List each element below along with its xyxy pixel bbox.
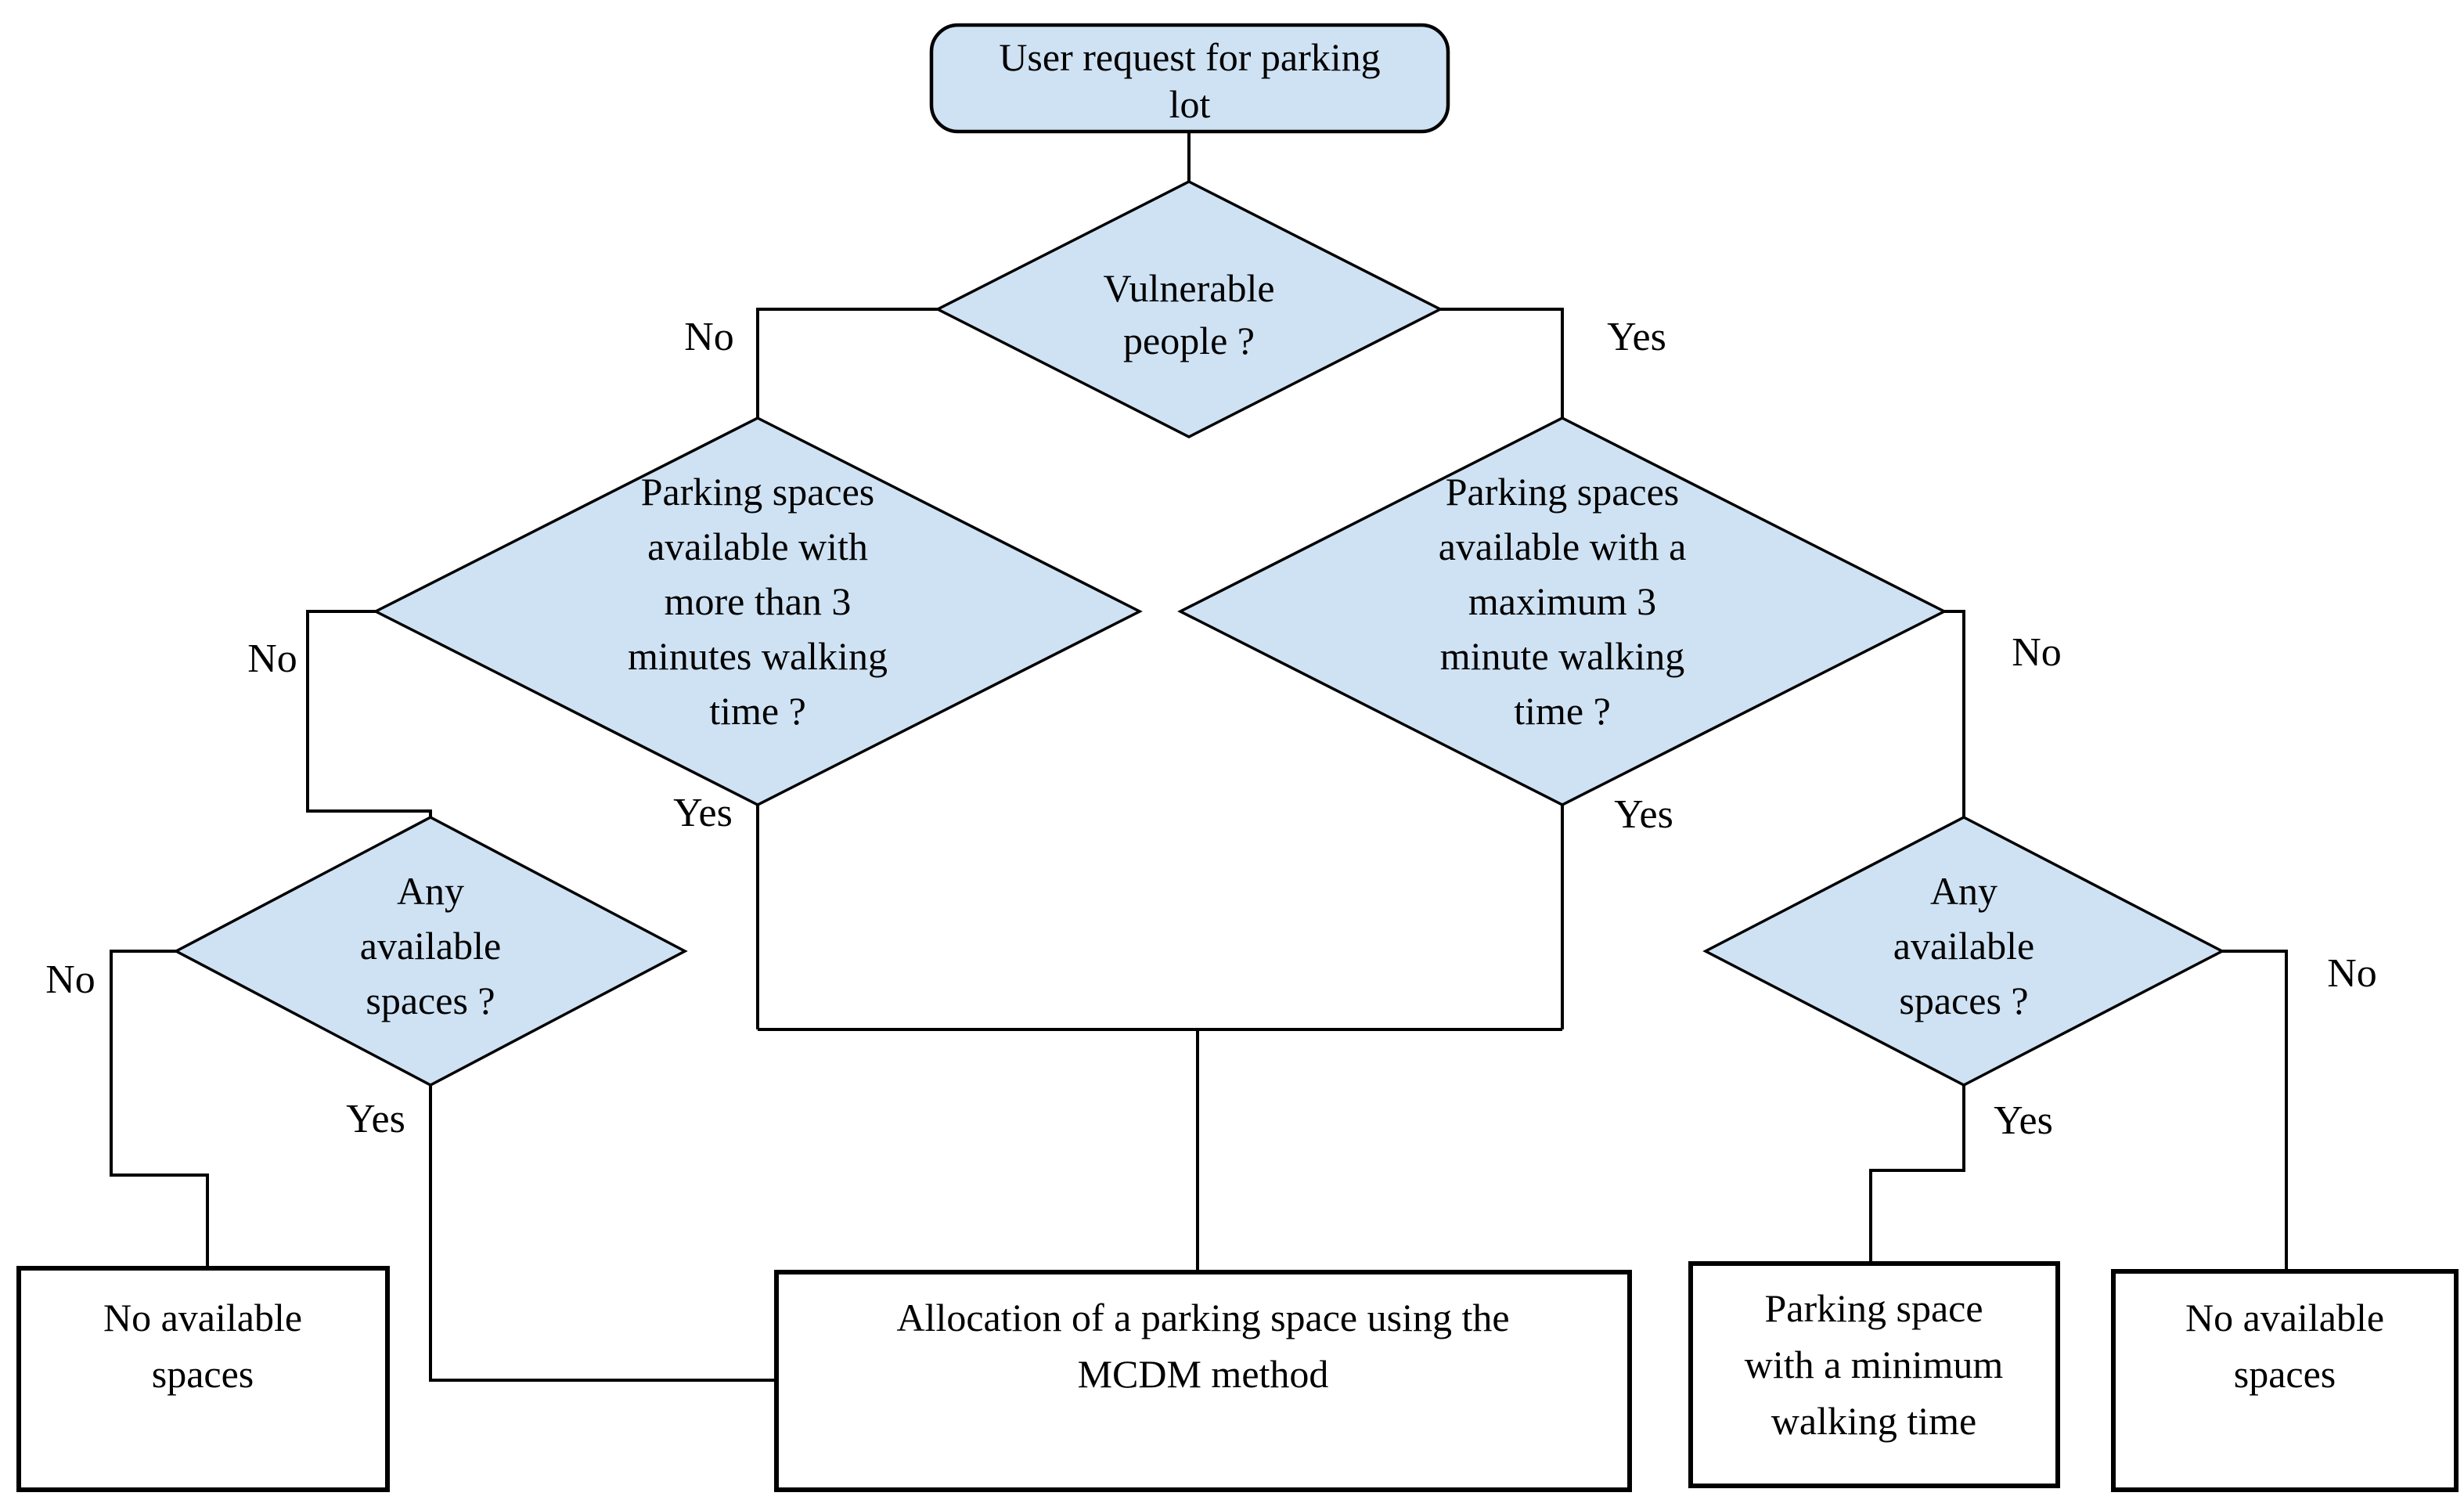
node-no-spaces-right: No available spaces — [2111, 1269, 2459, 1492]
start-text-line2: lot — [1169, 82, 1211, 126]
any-spaces-left-text-line1: Any — [397, 869, 464, 913]
label-any-left-no: No — [45, 957, 95, 1002]
max-3-diamond — [1177, 416, 1947, 806]
no-spaces-left-box — [16, 1266, 390, 1492]
label-max-3-yes: Yes — [1614, 792, 1673, 837]
min-walking-text-line3: walking time — [1771, 1399, 1976, 1443]
any-spaces-right-text-line3: spaces ? — [1899, 979, 2028, 1022]
allocation-box — [774, 1270, 1632, 1492]
vulnerable-text-line1: Vulnerable — [1103, 266, 1274, 310]
node-allocation-mcdm: Allocation of a parking space using the … — [774, 1270, 1632, 1492]
max-3-text-line3: maximum 3 — [1468, 579, 1656, 623]
edge-vulnerable-no — [756, 308, 938, 418]
allocation-text-line2: MCDM method — [1078, 1352, 1329, 1396]
label-any-right-no: No — [2327, 951, 2377, 996]
node-no-spaces-left: No available spaces — [16, 1266, 390, 1492]
no-spaces-left-text-line1: No available — [103, 1296, 302, 1339]
max-3-text-line2: available with a — [1439, 525, 1687, 568]
max-3-text-line5: time ? — [1514, 689, 1611, 733]
edge-any-left-yes — [429, 1085, 776, 1382]
more-than-3-text-line2: available with — [647, 525, 868, 568]
more-than-3-text-line1: Parking spaces — [641, 470, 875, 514]
edge-any-right-no — [2222, 950, 2288, 1271]
any-spaces-left-text-line2: available — [360, 924, 501, 968]
vulnerable-text-line2: people ? — [1123, 319, 1255, 362]
edge-vulnerable-yes — [1440, 308, 1564, 418]
any-spaces-right-diamond — [1702, 816, 2225, 1087]
label-more-than-3-no: No — [247, 636, 297, 681]
max-3-text-line4: minute walking — [1440, 634, 1684, 678]
more-than-3-diamond — [373, 416, 1143, 806]
min-walking-text-line1: Parking space — [1764, 1286, 1983, 1330]
any-spaces-right-text-line2: available — [1893, 924, 2034, 968]
label-any-right-yes: Yes — [1994, 1098, 2053, 1143]
edge-any-left-no — [110, 950, 209, 1268]
start-text-line1: User request for parking — [999, 35, 1380, 79]
connectors — [110, 132, 2288, 1382]
start-shape — [929, 23, 1450, 134]
label-more-than-3-yes: Yes — [673, 791, 733, 835]
node-min-walking-time: Parking space with a minimum walking tim… — [1688, 1261, 2060, 1488]
edge-any-right-yes — [1869, 1085, 1965, 1264]
any-spaces-left-diamond — [173, 816, 688, 1087]
no-spaces-left-text-line2: spaces — [152, 1352, 254, 1396]
min-walking-box — [1688, 1261, 2060, 1488]
label-any-left-yes: Yes — [346, 1097, 405, 1141]
no-spaces-right-text-line1: No available — [2185, 1296, 2384, 1339]
min-walking-text-line2: with a minimum — [1745, 1343, 2004, 1386]
node-vulnerable-people: Vulnerable people ? — [935, 180, 1443, 438]
allocation-text-line1: Allocation of a parking space using the — [896, 1296, 1509, 1339]
node-more-than-3-minutes: Parking spaces available with more than … — [373, 416, 1143, 806]
any-spaces-left-text-line3: spaces ? — [366, 979, 495, 1022]
vulnerable-diamond — [935, 180, 1443, 438]
edge-max-3-no — [1944, 610, 1965, 817]
max-3-text-line1: Parking spaces — [1446, 470, 1680, 514]
label-vulnerable-no: No — [684, 315, 734, 359]
edge-more-than-3-no — [306, 610, 432, 817]
no-spaces-right-text-line2: spaces — [2234, 1352, 2336, 1396]
more-than-3-text-line3: more than 3 — [665, 579, 852, 623]
more-than-3-text-line5: time ? — [709, 689, 806, 733]
any-spaces-right-text-line1: Any — [1930, 869, 1997, 913]
more-than-3-text-line4: minutes walking — [628, 634, 888, 678]
label-vulnerable-yes: Yes — [1607, 315, 1666, 359]
label-max-3-no: No — [2012, 630, 2062, 675]
node-any-spaces-right: Any available spaces ? — [1702, 816, 2225, 1087]
node-max-3-minutes: Parking spaces available with a maximum … — [1177, 416, 1947, 806]
no-spaces-right-box — [2111, 1269, 2459, 1492]
node-start: User request for parking lot — [929, 23, 1450, 134]
node-any-spaces-left: Any available spaces ? — [173, 816, 688, 1087]
